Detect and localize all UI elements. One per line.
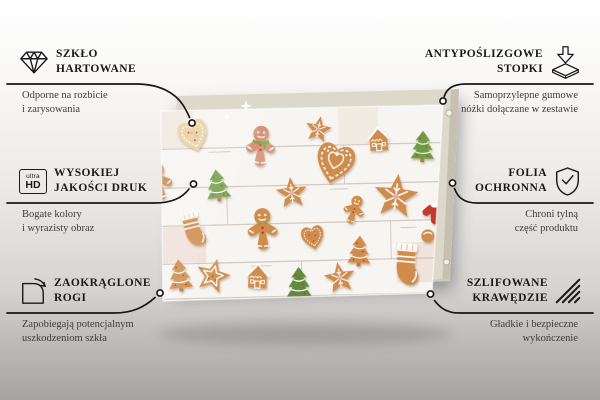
callout-title-line2: KRAWĘDZIE: [472, 292, 548, 304]
callout-title-line1: SZLIFOWANE: [466, 277, 548, 289]
mounting-hole: [445, 109, 453, 117]
callout-title-line1: ZAOKRĄGLONE: [54, 277, 151, 289]
callout-desc-line2: wykończenie: [522, 332, 578, 344]
ultra-hd-icon-label-top: ultra: [26, 172, 40, 180]
anti-slip-feet-icon: [550, 45, 581, 80]
callout-title-line1: ANTYPOŚLIZGOWE: [424, 48, 543, 60]
callout-title: ZAOKRĄGLONE ROGI: [54, 276, 151, 306]
rounded-corner-icon: [19, 277, 47, 306]
callout-desc-line2: część produktu: [514, 222, 578, 234]
callout-header: SZKŁO HARTOWANE: [19, 44, 179, 80]
callout-folia-ochronna: FOLIA OCHRONNA Chroni tylną część produk…: [401, 163, 593, 235]
ultra-hd-icon-label-bottom: HD: [25, 178, 41, 191]
diamond-icon: [19, 50, 49, 75]
callout-header: SZLIFOWANE KRAWĘDZIE: [401, 273, 581, 309]
callout-desc-line2: i wyrazisty obraz: [22, 222, 95, 234]
callout-description: Chroni tylną część produktu: [401, 208, 578, 235]
callout-desc-line2: i zarysowania: [22, 103, 81, 115]
callout-description: Odporne na rozbicie i zarysowania: [22, 89, 179, 116]
callout-description: Samoprzylepne gumowe nóżki dołączane w z…: [401, 89, 578, 116]
gingerbread-cookies: [161, 113, 443, 301]
callout-wysokiej-jakosci-druk: ultra HD WYSOKIEJ JAKOŚCI DRUK Bogate ko…: [7, 163, 179, 235]
callout-title: ANTYPOŚLIZGOWE STOPKI: [401, 47, 543, 77]
callout-desc-line2: uszkodzeniom szkła: [22, 332, 107, 344]
callout-title-line1: SZKŁO: [56, 48, 98, 60]
callout-title-line2: JAKOŚCI DRUK: [54, 182, 148, 194]
callout-title-line2: HARTOWANE: [56, 63, 137, 75]
callout-desc-line1: Bogate kolory: [22, 209, 82, 220]
callout-title-line2: ROGI: [54, 292, 87, 304]
callout-desc-line2: nóżki dołączane w zestawie: [461, 103, 578, 115]
board-shadow: [157, 323, 453, 345]
callout-title: SZKŁO HARTOWANE: [56, 47, 136, 77]
callout-title-line1: FOLIA: [508, 167, 547, 179]
callout-title: FOLIA OCHRONNA: [401, 166, 547, 196]
callout-desc-line1: Samoprzylepne gumowe: [473, 90, 578, 101]
callout-desc-line1: Zapobiegają potencjalnym: [22, 319, 134, 330]
callout-antyposlizgowe-stopki: ANTYPOŚLIZGOWE STOPKI Samoprzylepne gumo…: [401, 44, 593, 116]
glass-sparkles: [223, 100, 252, 121]
callout-title-line1: WYSOKIEJ: [54, 167, 120, 179]
callout-title: WYSOKIEJ JAKOŚCI DRUK: [54, 166, 147, 196]
callout-zaokraglone-rogi: ZAOKRĄGLONE ROGI Zapobiegają potencjalny…: [7, 273, 179, 345]
callout-title-line2: STOPKI: [497, 63, 543, 75]
callout-description: Zapobiegają potencjalnym uszkodzeniom sz…: [22, 318, 179, 345]
shield-check-icon: [554, 166, 581, 197]
callout-desc-line1: Gładkie i bezpieczne: [489, 319, 578, 330]
glass-print: [161, 105, 443, 301]
callout-header: FOLIA OCHRONNA: [401, 163, 581, 199]
callout-title: SZLIFOWANE KRAWĘDZIE: [401, 276, 548, 306]
callout-desc-line1: Odporne na rozbicie: [22, 90, 108, 101]
callout-szlifowane-krawedzie: SZLIFOWANE KRAWĘDZIE Gładkie i bezpieczn…: [401, 273, 593, 345]
callout-szklo-hartowane: SZKŁO HARTOWANE Odporne na rozbicie i za…: [7, 44, 179, 116]
ultra-hd-icon: ultra HD: [19, 168, 47, 194]
mounting-hole: [443, 258, 450, 266]
callout-header: ultra HD WYSOKIEJ JAKOŚCI DRUK: [19, 163, 179, 199]
callout-description: Gładkie i bezpieczne wykończenie: [401, 318, 578, 345]
callout-desc-line1: Chroni tylną: [525, 209, 578, 220]
callout-header: ZAOKRĄGLONE ROGI: [19, 273, 179, 309]
ground-edges-icon: [555, 278, 581, 304]
callout-title-line2: OCHRONNA: [475, 182, 547, 194]
callout-header: ANTYPOŚLIZGOWE STOPKI: [401, 44, 581, 80]
callout-description: Bogate kolory i wyrazisty obraz: [22, 208, 179, 235]
